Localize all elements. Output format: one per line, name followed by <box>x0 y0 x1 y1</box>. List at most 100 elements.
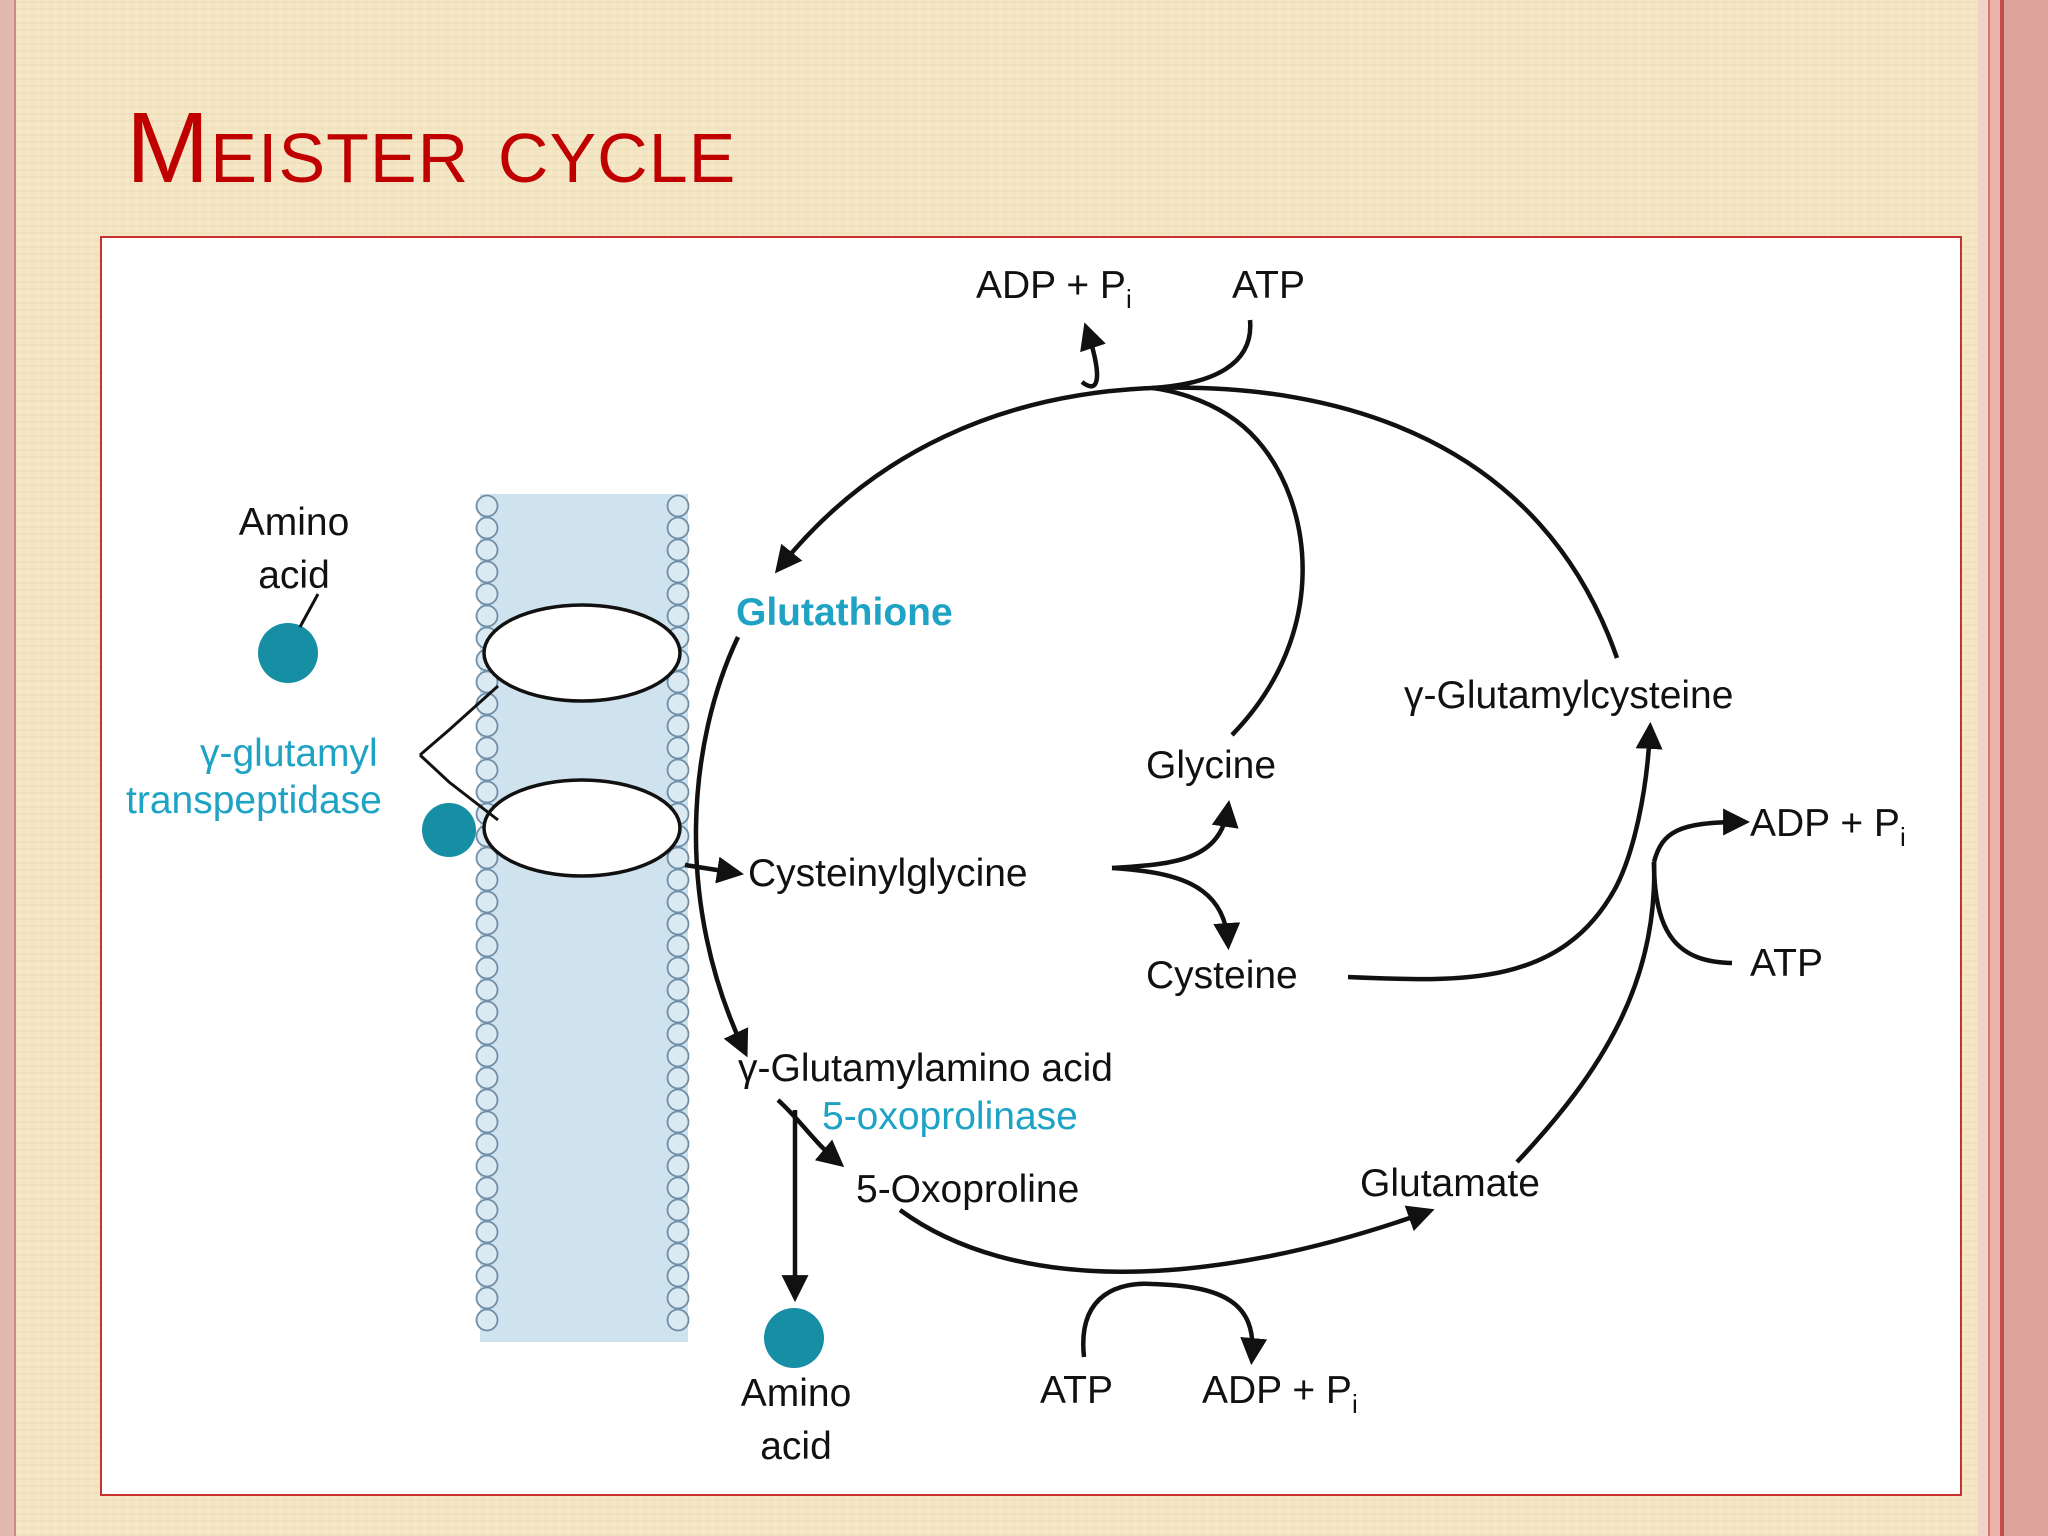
lipid-head <box>475 1022 499 1046</box>
lipid-head <box>475 604 499 628</box>
label-bottom-adp-pi: ADP + Pi <box>1202 1369 1358 1419</box>
label-top-adp-pi: ADP + Pi <box>976 264 1132 314</box>
lipid-head <box>475 560 499 584</box>
amino-acid-dot-outside <box>258 623 318 683</box>
lipid-head <box>475 780 499 804</box>
amino-acid-pointer-line <box>298 593 320 628</box>
right-adp-arrow <box>1651 808 1751 863</box>
glutathione-to-gglu-aa-arrow <box>693 636 749 1058</box>
lipid-head <box>475 1044 499 1068</box>
lipid-head <box>666 538 690 562</box>
lipid-head <box>475 1176 499 1200</box>
label-glycine: Glycine <box>1146 744 1276 787</box>
lipid-head <box>666 846 690 870</box>
lipid-head <box>475 516 499 540</box>
lipid-head <box>475 1220 499 1244</box>
label-top-atp: ATP <box>1232 264 1305 307</box>
lipid-head <box>475 956 499 980</box>
lipid-head <box>475 582 499 606</box>
oxoproline-to-glutamate-arrow <box>898 1205 1435 1274</box>
label-glutamate: Glutamate <box>1360 1162 1540 1205</box>
lipid-head <box>666 560 690 584</box>
lipid-head <box>475 494 499 518</box>
lipid-head <box>475 1154 499 1178</box>
label-cysteinylglycine: Cysteinylglycine <box>748 852 1028 895</box>
lipid-head <box>666 912 690 936</box>
lipid-head <box>666 780 690 804</box>
lipid-head <box>666 1286 690 1310</box>
amino-acid-dot-inside <box>764 1308 824 1368</box>
label-right-adp-pi: ADP + Pi <box>1750 802 1906 852</box>
right-atp-curve <box>1651 861 1733 966</box>
lipid-head <box>666 1110 690 1134</box>
lipid-head <box>475 670 499 694</box>
lipid-head <box>666 978 690 1002</box>
meister-cycle-diagram: ADP + Pi ATP Amino acid γ-glutamyl trans… <box>126 264 1906 1468</box>
lipid-head <box>475 890 499 914</box>
slide-left-border <box>0 0 16 1536</box>
top-atp-curve <box>1151 319 1253 391</box>
top-adp-arrow <box>1080 322 1106 389</box>
slide-right-border <box>1978 0 2048 1536</box>
to-cysteine-arrow <box>1111 865 1241 951</box>
lipid-head <box>475 758 499 782</box>
lipid-head <box>666 582 690 606</box>
lipid-head <box>666 1088 690 1112</box>
lipid-head <box>475 1308 499 1332</box>
lipid-head <box>666 1066 690 1090</box>
label-enzyme-oxoprolinase: 5-oxoprolinase <box>822 1095 1078 1138</box>
meister-cycle-figure: ADP + Pi ATP Amino acid γ-glutamyl trans… <box>100 236 1962 1496</box>
label-bottom-atp: ATP <box>1040 1369 1113 1412</box>
lipid-head <box>666 516 690 540</box>
lipid-head <box>475 1088 499 1112</box>
lipid-head <box>666 1132 690 1156</box>
lipid-head <box>666 758 690 782</box>
label-glutathione: Glutathione <box>736 591 953 634</box>
to-cysteinylglycine-arrow <box>684 856 745 884</box>
transporter-oval-lower <box>482 778 682 878</box>
label-gamma-glutamylcysteine: γ-Glutamylcysteine <box>1404 674 1733 717</box>
lipid-head <box>475 1242 499 1266</box>
lipid-head <box>666 868 690 892</box>
lipid-head <box>475 1132 499 1156</box>
label-amino-acid-out-2: acid <box>258 554 330 597</box>
enzyme-ggt-dot <box>422 803 476 857</box>
arrow-to-glutathione <box>774 385 1620 659</box>
lipid-head <box>666 494 690 518</box>
lipid-head <box>475 538 499 562</box>
lipid-head <box>475 714 499 738</box>
lipid-head <box>475 1000 499 1024</box>
lipid-head <box>475 846 499 870</box>
lipid-head <box>666 1308 690 1332</box>
lipid-head <box>475 978 499 1002</box>
lipid-head <box>475 868 499 892</box>
lipid-head <box>666 1264 690 1288</box>
lipid-head <box>666 1022 690 1046</box>
lipid-head <box>475 1286 499 1310</box>
label-cysteine: Cysteine <box>1146 954 1298 997</box>
lipid-head <box>666 934 690 958</box>
to-glycine-arrow <box>1111 799 1239 871</box>
transporter-oval-upper <box>482 603 682 703</box>
lipid-head <box>666 736 690 760</box>
lipid-head <box>666 1176 690 1200</box>
gglu-aa-to-oxoproline-arrow <box>776 1098 845 1168</box>
glycine-join-curve <box>1151 385 1305 737</box>
lipid-head <box>666 1242 690 1266</box>
label-enzyme-ggt-1: γ-glutamyl <box>200 732 378 775</box>
lipid-head <box>666 692 690 716</box>
lipid-head <box>666 1000 690 1024</box>
lipid-head <box>666 956 690 980</box>
lipid-head <box>475 736 499 760</box>
label-right-atp: ATP <box>1750 942 1823 985</box>
glutamate-to-gglucys-curve <box>1515 861 1657 1164</box>
label-amino-acid-in-1: Amino <box>741 1372 852 1415</box>
lipid-head <box>666 714 690 738</box>
lipid-head <box>666 1220 690 1244</box>
lipid-head <box>475 934 499 958</box>
lipid-head <box>666 1044 690 1068</box>
lipid-head <box>666 604 690 628</box>
lipid-head <box>666 670 690 694</box>
lipid-head <box>666 1154 690 1178</box>
label-enzyme-ggt-2: transpeptidase <box>126 779 382 822</box>
